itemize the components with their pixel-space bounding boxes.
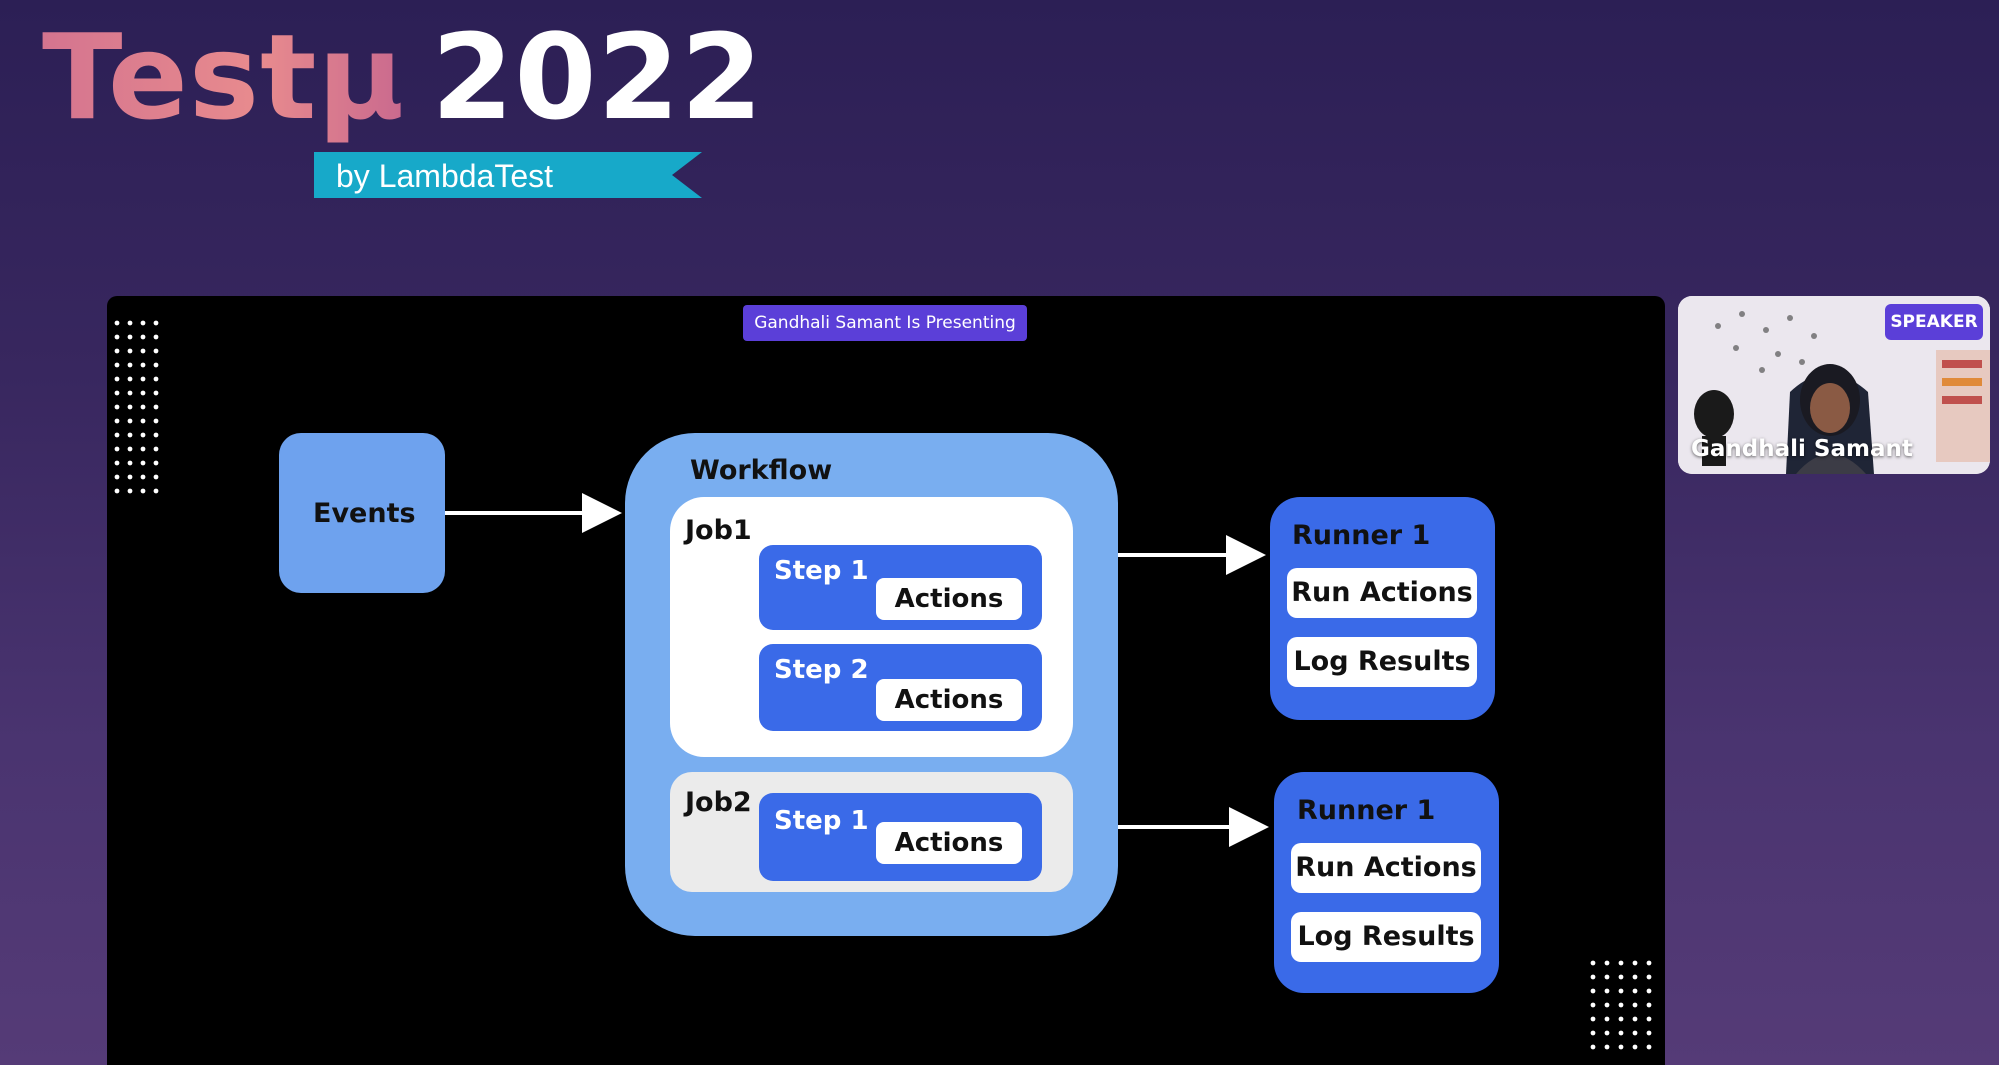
decorative-dots-bottom-right — [1590, 960, 1652, 1050]
byline-text: by LambdaTest — [336, 158, 554, 194]
job1-label: Job1 — [685, 515, 752, 546]
job1-step1-label: Step 1 — [774, 556, 869, 586]
runner-1-run-actions: Run Actions — [1287, 568, 1477, 618]
byline-ribbon: by LambdaTest — [314, 152, 702, 198]
event-title-name: Testμ — [42, 8, 406, 146]
runner-1-log-results: Log Results — [1287, 637, 1477, 687]
speaker-name: Gandhali Samant — [1691, 436, 1913, 462]
job2-step1-label: Step 1 — [774, 806, 869, 836]
job1-step2-label: Step 2 — [774, 655, 869, 685]
ribbon-shape — [314, 152, 702, 198]
workflow-label: Workflow — [690, 455, 833, 486]
runner-2-label: Runner 1 — [1297, 795, 1436, 826]
runner-1-label: Runner 1 — [1292, 520, 1431, 551]
job2-label: Job2 — [685, 787, 752, 818]
events-node: Events — [279, 433, 445, 593]
speaker-badge: SPEAKER — [1885, 304, 1983, 340]
event-title-year: 2022 — [431, 8, 764, 146]
events-label: Events — [313, 498, 416, 529]
job1-step1-actions: Actions — [876, 578, 1022, 620]
decorative-dots-top-left — [114, 320, 159, 494]
job1-step2-actions: Actions — [876, 679, 1022, 721]
runner-2-run-actions: Run Actions — [1291, 843, 1481, 893]
job2-step1-actions: Actions — [876, 822, 1022, 864]
presenting-indicator: Gandhali Samant Is Presenting — [743, 305, 1027, 341]
runner-2-log-results: Log Results — [1291, 912, 1481, 962]
